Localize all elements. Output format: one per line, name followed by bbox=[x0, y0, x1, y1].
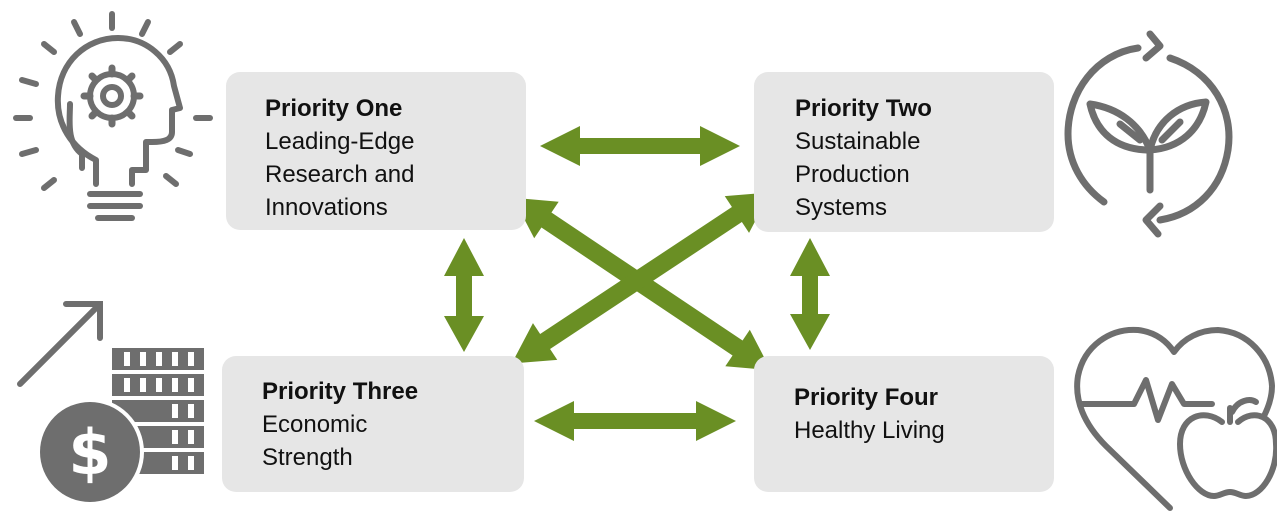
arrow-one-two bbox=[540, 126, 740, 166]
priority-three-title: Priority Three bbox=[262, 378, 419, 405]
priority-four-line-1: Healthy Living bbox=[794, 417, 945, 444]
heart-pulse-apple-icon bbox=[1074, 326, 1277, 511]
priority-one-line-2: Research and bbox=[265, 161, 415, 188]
priority-three-line-1: Economic bbox=[262, 411, 368, 438]
priority-three-line-2: Strength bbox=[262, 444, 353, 471]
priority-four-title: Priority Four bbox=[794, 384, 939, 411]
priority-two-line-2: Production bbox=[795, 161, 910, 188]
priority-two-box: Priority Two Sustainable Production Syst… bbox=[754, 72, 1054, 232]
arrow-two-three bbox=[511, 192, 771, 364]
priority-two-line-3: Systems bbox=[795, 194, 888, 221]
priority-two-title: Priority Two bbox=[795, 95, 932, 122]
lightbulb-gear-head-icon bbox=[13, 11, 213, 221]
priority-four-box: Priority Four Healthy Living bbox=[754, 356, 1054, 492]
priority-two-line-1: Sustainable bbox=[795, 128, 921, 155]
priority-one-box: Priority One Leading-Edge Research and I… bbox=[226, 72, 526, 230]
priority-three-box: Priority Three Economic Strength bbox=[222, 356, 524, 492]
coins-dollar-growth-icon: $ bbox=[17, 301, 204, 506]
arrow-one-three bbox=[444, 238, 484, 352]
recycle-leaves-icon bbox=[1064, 30, 1233, 238]
priority-one-line-3: Innovations bbox=[265, 194, 388, 221]
priority-one-line-1: Leading-Edge bbox=[265, 128, 415, 155]
priority-one-title: Priority One bbox=[265, 95, 403, 122]
arrow-two-four bbox=[790, 238, 830, 350]
svg-text:$: $ bbox=[68, 416, 111, 489]
arrow-three-four bbox=[534, 401, 736, 441]
arrows-group bbox=[444, 126, 830, 441]
